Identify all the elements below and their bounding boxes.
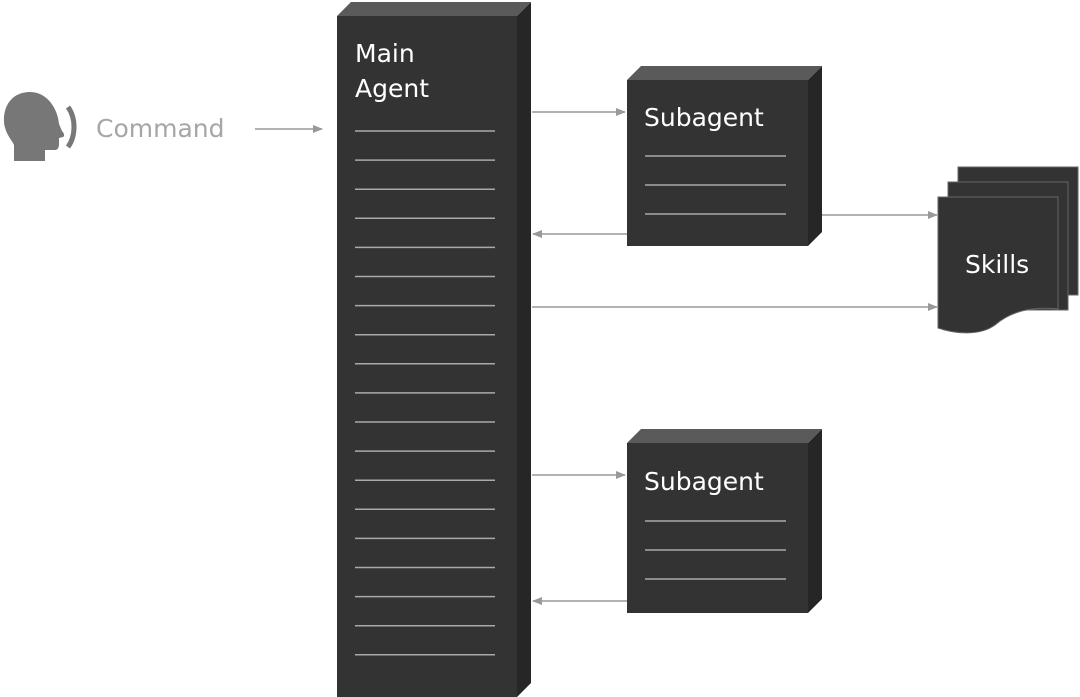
main-agent-title-1: Main: [355, 39, 415, 68]
main-agent-block: Main Agent: [337, 2, 531, 697]
skills-title: Skills: [965, 250, 1029, 279]
subagent-title-2: Subagent: [644, 467, 764, 496]
main-agent-lines: [355, 130, 495, 656]
command-label: Command: [96, 114, 225, 143]
subagent-block-2: Subagent: [627, 429, 822, 613]
skills-documents: Skills: [937, 166, 1079, 334]
arrows: [532, 108, 938, 605]
subagent-title-1: Subagent: [644, 103, 764, 132]
speaking-head-icon: [3, 92, 77, 161]
subagent-block-1: Subagent: [627, 66, 822, 246]
main-agent-title-2: Agent: [355, 74, 429, 103]
